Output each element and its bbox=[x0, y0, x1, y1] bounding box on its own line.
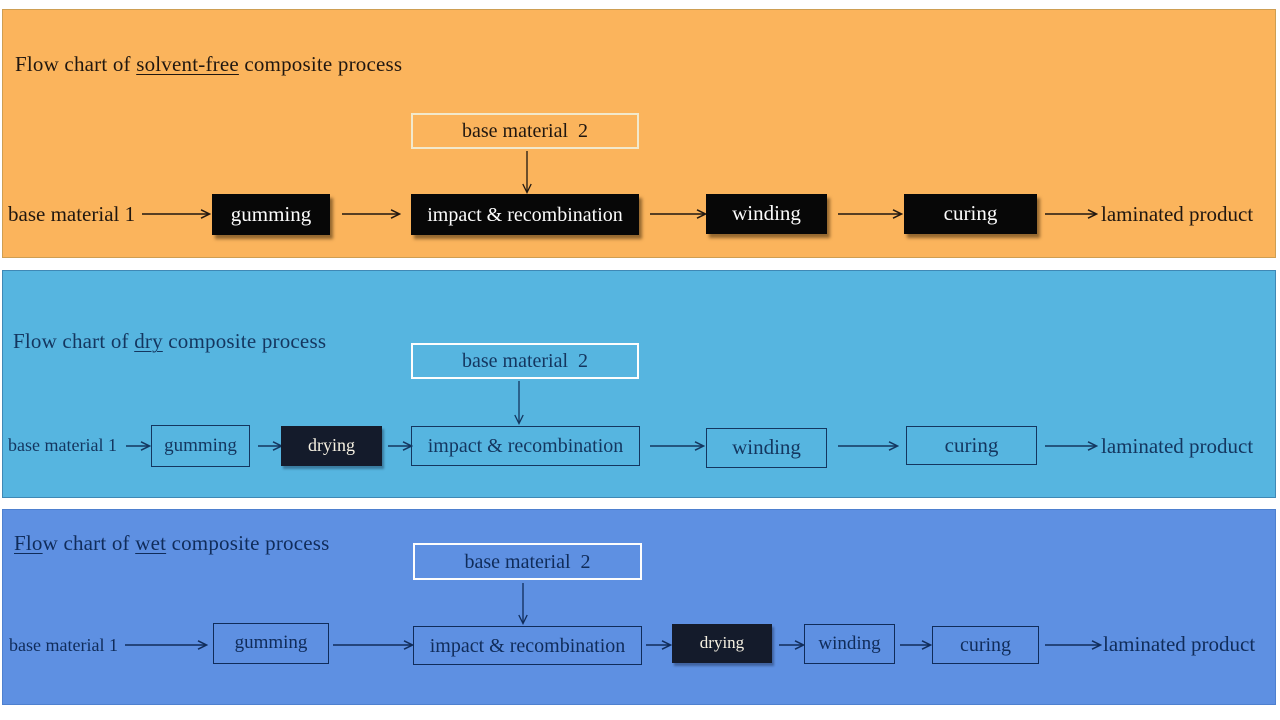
panel-dry-process: Flow chart of dry composite process base… bbox=[2, 270, 1276, 498]
node-impact-recombination: impact & recombination bbox=[411, 426, 640, 466]
arrow-right-icon bbox=[899, 638, 933, 652]
title-underlined-word: solvent-free bbox=[136, 52, 239, 76]
arrow-right-icon bbox=[837, 207, 904, 221]
node-winding: winding bbox=[706, 428, 827, 468]
panel-solvent-free-process: Flow chart of solvent-free composite pro… bbox=[2, 9, 1276, 258]
node-gumming: gumming bbox=[212, 194, 330, 235]
node-base-material-2: base material 2 bbox=[411, 113, 639, 149]
title-text: Flow chart of bbox=[13, 329, 135, 353]
flow-start-label: base material 1 bbox=[9, 635, 118, 655]
node-curing: curing bbox=[904, 194, 1037, 234]
arrow-right-icon bbox=[125, 439, 152, 453]
arrow-right-icon bbox=[141, 207, 212, 221]
arrow-right-icon bbox=[387, 439, 414, 453]
panel-title: Flow chart of solvent-free composite pro… bbox=[15, 52, 402, 77]
arrow-right-icon bbox=[778, 638, 806, 652]
node-curing: curing bbox=[932, 626, 1039, 664]
arrow-down-icon bbox=[516, 583, 530, 625]
title-underlined-word: Flo bbox=[14, 531, 43, 555]
title-text: composite process bbox=[238, 52, 403, 76]
node-gumming: gumming bbox=[151, 425, 250, 467]
arrow-right-icon bbox=[332, 638, 415, 652]
arrow-down-icon bbox=[520, 151, 534, 194]
panel-title: Flow chart of dry composite process bbox=[13, 329, 326, 354]
flow-end-label: laminated product bbox=[1101, 434, 1254, 458]
arrow-right-icon bbox=[1044, 439, 1099, 453]
arrow-right-icon bbox=[1044, 638, 1103, 652]
node-drying: drying bbox=[672, 624, 772, 663]
node-impact-recombination: impact & recombination bbox=[411, 194, 639, 235]
panel-title: Flow chart of wet composite process bbox=[14, 531, 330, 556]
arrow-right-icon bbox=[645, 638, 673, 652]
title-text: composite process bbox=[166, 531, 330, 555]
arrow-right-icon bbox=[837, 439, 900, 453]
arrow-right-icon bbox=[341, 207, 402, 221]
flow-end-label: laminated product bbox=[1101, 202, 1254, 226]
title-text: Flow chart of bbox=[15, 52, 137, 76]
node-impact-recombination: impact & recombination bbox=[413, 626, 642, 665]
node-winding: winding bbox=[804, 624, 895, 664]
flow-end-label: laminated product bbox=[1103, 632, 1256, 656]
node-winding: winding bbox=[706, 194, 827, 234]
title-underlined-word: dry bbox=[134, 329, 163, 353]
node-base-material-2: base material 2 bbox=[413, 543, 642, 580]
node-base-material-2: base material 2 bbox=[411, 343, 639, 379]
arrow-right-icon bbox=[257, 439, 284, 453]
arrow-right-icon bbox=[1044, 207, 1099, 221]
title-text: composite process bbox=[162, 329, 327, 353]
node-gumming: gumming bbox=[213, 623, 329, 664]
title-underlined-word: wet bbox=[135, 531, 167, 555]
arrow-right-icon bbox=[649, 207, 708, 221]
flow-start-label: base material 1 bbox=[8, 202, 136, 226]
flow-start-label: base material 1 bbox=[8, 435, 117, 455]
arrow-down-icon bbox=[512, 381, 526, 425]
arrow-right-icon bbox=[649, 439, 706, 453]
title-text: w chart of bbox=[42, 531, 136, 555]
arrow-right-icon bbox=[124, 638, 209, 652]
node-drying: drying bbox=[281, 426, 382, 466]
panel-wet-process: Flow chart of wet composite process base… bbox=[2, 509, 1276, 705]
node-curing: curing bbox=[906, 426, 1037, 465]
